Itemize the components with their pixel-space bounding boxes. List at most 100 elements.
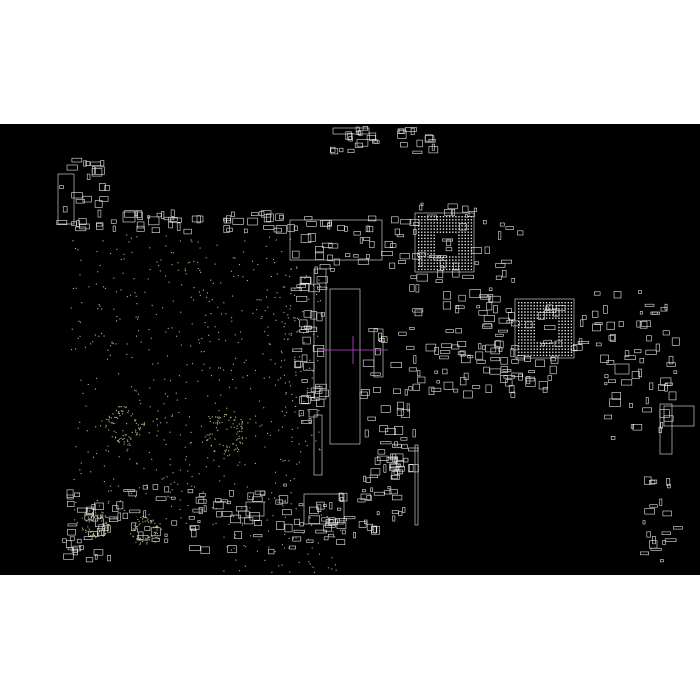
pad-dot: [146, 484, 148, 486]
bga-ball: [424, 222, 426, 224]
component-outline: [621, 379, 633, 386]
pad-dot: [113, 516, 115, 518]
component-outline: [511, 372, 523, 378]
pad-dot: [198, 511, 200, 513]
pad-dot: [131, 356, 133, 359]
component-outline: [608, 335, 615, 341]
pad-dot: [279, 296, 281, 299]
pad-dot: [209, 417, 211, 420]
component-outline: [152, 484, 159, 490]
pad-dot: [225, 449, 227, 451]
component-outline: [71, 192, 83, 199]
pad-dot: [164, 393, 166, 395]
pad-dot: [210, 279, 212, 281]
pad-dot: [107, 429, 110, 431]
bga-ball: [433, 234, 435, 236]
pad-dot: [129, 294, 132, 296]
component-outline: [100, 514, 104, 518]
component-outline: [71, 547, 78, 553]
bga-ball: [558, 326, 560, 329]
bga-ball: [536, 305, 538, 307]
bga-ball: [536, 348, 538, 350]
bga-ball: [470, 228, 473, 230]
pad-dot: [251, 260, 254, 262]
component-outline: [442, 238, 453, 242]
pad-dot: [200, 351, 202, 353]
component-outline: [500, 357, 508, 365]
component-outline: [317, 348, 325, 357]
pad-dot: [91, 530, 93, 532]
bga-ball: [521, 314, 523, 316]
pad-dot: [299, 290, 301, 292]
pad-dot: [237, 438, 239, 440]
bga-ball: [430, 228, 432, 230]
component-outline: [376, 511, 380, 516]
component-outline: [573, 344, 583, 351]
component-outline: [463, 372, 469, 381]
component-outline: [107, 525, 111, 533]
component-outline: [284, 523, 293, 533]
component-outline: [544, 325, 556, 330]
bga-ball: [542, 308, 545, 310]
pad-dot: [283, 374, 285, 376]
pad-dot: [215, 416, 217, 418]
pad-dot: [223, 458, 225, 460]
bga-ball: [421, 225, 423, 227]
pad-dot: [252, 312, 254, 314]
pad-dot: [134, 528, 136, 530]
pad-dot: [122, 272, 124, 274]
bga-ball: [567, 345, 569, 347]
component-outline: [369, 241, 375, 248]
bga-ball: [518, 302, 520, 304]
component-outline: [474, 261, 479, 265]
pad-dot: [311, 327, 313, 329]
component-outline: [526, 376, 531, 385]
component-outline: [100, 160, 105, 167]
pad-dot: [126, 353, 128, 355]
pad-dot: [86, 430, 88, 432]
pad-dot: [234, 257, 236, 259]
component-outline: [362, 359, 375, 367]
pad-dot: [223, 302, 225, 304]
pad-dot: [150, 521, 152, 523]
pad-dot: [110, 252, 112, 255]
component-outline: [409, 284, 415, 292]
pad-dot: [225, 313, 227, 315]
bga-ball: [549, 314, 551, 316]
bga-ball: [418, 256, 420, 258]
component-outline: [63, 553, 74, 560]
pad-dot: [139, 543, 141, 545]
component-outline: [462, 205, 469, 213]
component-outline: [511, 359, 519, 364]
component-outline: [278, 495, 289, 504]
pad-dot: [259, 425, 261, 427]
component-outline: [74, 492, 81, 497]
pad-dot: [241, 423, 243, 425]
component-outline: [263, 225, 275, 230]
bga-ball: [518, 314, 520, 316]
pad-dot: [305, 275, 308, 277]
component-outline: [390, 243, 397, 248]
component-outline: [485, 344, 497, 353]
bga-ball: [530, 345, 532, 347]
bga-ball: [552, 348, 554, 350]
bga-ball: [545, 314, 548, 316]
bga-ball: [442, 216, 445, 218]
component-outline: [299, 396, 309, 405]
bga-ball: [567, 320, 569, 322]
bga-ball: [549, 348, 551, 350]
pad-dot: [318, 279, 320, 281]
pad-dot: [123, 441, 125, 443]
pad-dot: [241, 428, 243, 430]
component-outline: [353, 254, 359, 258]
pad-dot: [189, 442, 191, 444]
pad-dot: [120, 406, 122, 408]
component-outline: [528, 370, 535, 374]
component-outline: [414, 309, 423, 317]
component-outline: [299, 522, 304, 527]
pad-dot: [197, 496, 199, 498]
component-outline: [510, 348, 515, 357]
pad-dot: [245, 359, 247, 361]
pad-dot: [296, 266, 298, 268]
component-outline: [317, 504, 322, 512]
